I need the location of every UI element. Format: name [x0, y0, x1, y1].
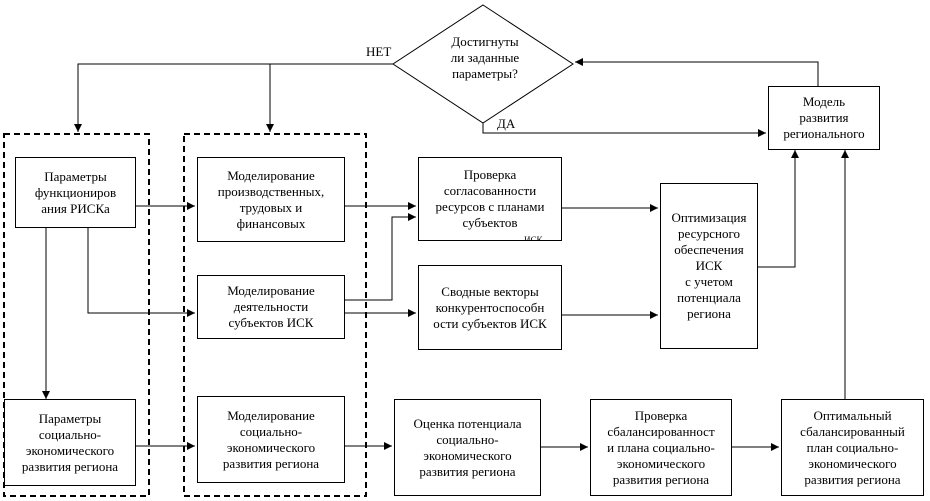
socio-economic-modeling-text: Моделирование социально- экономического … — [222, 407, 320, 471]
arrow-rsk-to-activity — [87, 228, 195, 317]
socio-economic-parameters-text: Параметры социально- экономического разв… — [21, 410, 119, 474]
optimal-plan-box: Оптимальный сбалансированный план социал… — [781, 399, 924, 496]
balance-check-text: Проверка сбалансированност и плана социа… — [607, 407, 715, 487]
production-modeling-text: Моделирование производственных, трудовых… — [217, 167, 325, 231]
decision-question: Достигнуты ли заданные параметры? — [450, 34, 520, 81]
regional-model-text: Модель развития регионального — [783, 94, 865, 141]
competitiveness-vectors-box: Сводные векторы конкурентоспособн ости с… — [418, 265, 562, 350]
resource-optimization-box: Оптимизация ресурсного обеспечения ИСК с… — [660, 183, 758, 349]
yes-branch-label: ДА — [497, 116, 516, 131]
balance-check-box: Проверка сбалансированност и плана социа… — [590, 399, 732, 496]
socio-economic-parameters-box: Параметры социально- экономического разв… — [4, 399, 136, 486]
resource-optimization-text: Оптимизация ресурсного обеспечения ИСК с… — [671, 210, 747, 321]
consistency-check-clipped-text: ИСК — [524, 236, 543, 241]
no-branch-line — [74, 63, 393, 132]
socio-economic-modeling-box: Моделирование социально- экономического … — [197, 396, 345, 483]
competitiveness-vectors-text: Сводные векторы конкурентоспособн ости с… — [433, 283, 547, 331]
production-modeling-box: Моделирование производственных, трудовых… — [197, 157, 345, 242]
arrow-activity-to-check — [345, 213, 416, 301]
arrow-optimization-to-model — [758, 150, 799, 268]
regional-model-box: Модель развития регионального — [768, 86, 880, 150]
rsk-parameters-text: Параметры функциониров ания РИСКа — [34, 168, 117, 216]
no-branch-label: НЕТ — [366, 44, 392, 59]
consistency-check-box: Проверка согласованности ресурсов с план… — [418, 157, 562, 241]
rsk-parameters-box: Параметры функциониров ания РИСКа — [15, 157, 136, 228]
yes-branch-line — [482, 123, 766, 137]
optimal-plan-text: Оптимальный сбалансированный план социал… — [800, 407, 905, 487]
left-dashed-group — [3, 133, 150, 497]
activity-modeling-text: Моделирование деятельности субъектов ИСК — [227, 283, 315, 330]
middle-dashed-group — [183, 133, 367, 497]
potential-estimate-text: Оценка потенциала социально- экономическ… — [413, 415, 522, 479]
potential-estimate-box: Оценка потенциала социально- экономическ… — [394, 399, 541, 496]
activity-modeling-box: Моделирование деятельности субъектов ИСК — [197, 275, 345, 339]
model-to-decision-arrow — [575, 58, 819, 86]
consistency-check-text: Проверка согласованности ресурсов с план… — [435, 167, 545, 230]
